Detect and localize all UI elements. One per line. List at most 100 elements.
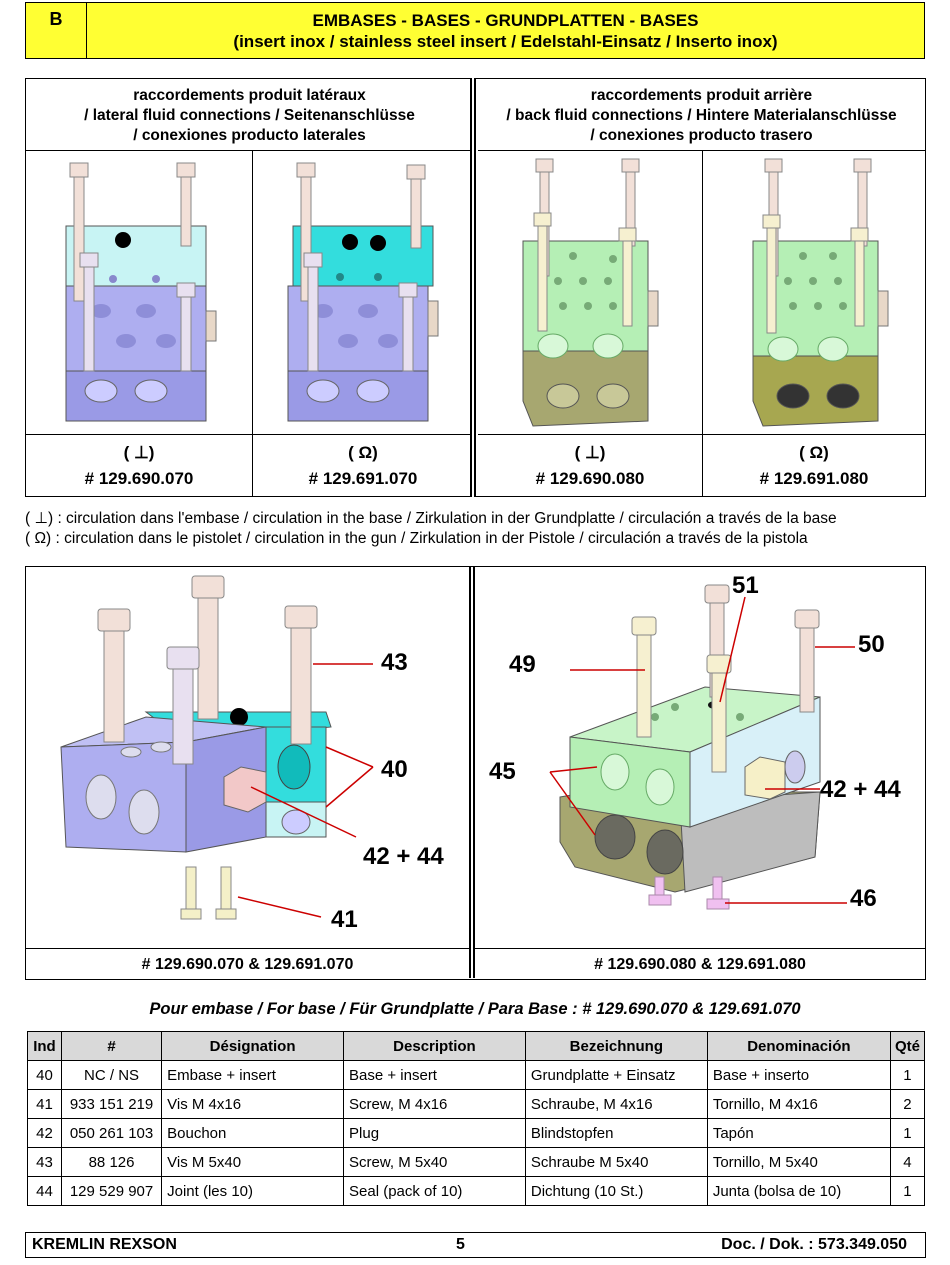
variant-symbol: ( ⊥)	[574, 443, 606, 462]
variant-cell-129690070: ( ⊥) # 129.690.070	[26, 434, 253, 496]
base-image-129690070	[26, 151, 253, 434]
cell-designation: Vis M 5x40	[161, 1147, 345, 1177]
cell-denominacion: Tornillo, M 4x16	[706, 1089, 891, 1119]
variant-symbol: ( Ω)	[799, 443, 829, 462]
footer-page-number: 5	[456, 1236, 465, 1253]
col-header-ind: Ind	[27, 1031, 62, 1061]
base-image-129691070	[253, 151, 473, 434]
table-row: 44 129 529 907 Joint (les 10) Seal (pack…	[27, 1176, 926, 1206]
lateral-connections-column: raccordements produit latéraux / lateral…	[26, 79, 473, 496]
legend-line-2: ( Ω) : circulation dans le pistolet / ci…	[25, 530, 808, 547]
back-header-line-3: / conexiones producto trasero	[590, 127, 813, 144]
cell-designation: Vis M 4x16	[161, 1089, 345, 1119]
callout-40: 40	[381, 756, 408, 783]
parts-table-header-row: Ind # Désignation Description Bezeichnun…	[27, 1031, 926, 1061]
callout-49: 49	[509, 651, 536, 678]
back-base-exploded-drawing	[549, 584, 855, 910]
cell-bezeichnung: Schraube, M 4x16	[524, 1089, 708, 1119]
cell-ind: 40	[27, 1060, 62, 1090]
cell-denominacion: Junta (bolsa de 10)	[706, 1176, 891, 1206]
left-diagram-caption: # 129.690.070 & 129.691.070	[26, 948, 469, 979]
cell-bezeichnung: Grundplatte + Einsatz	[524, 1060, 708, 1090]
callout-41: 41	[331, 906, 358, 933]
parts-table: Ind # Désignation Description Bezeichnun…	[27, 1031, 926, 1206]
parts-table-title: Pour embase / For base / Für Grundplatte…	[149, 1000, 801, 1018]
cell-description: Screw, M 5x40	[343, 1147, 526, 1177]
callout-45: 45	[489, 758, 516, 785]
cell-ind: 42	[27, 1118, 62, 1148]
cell-designation: Joint (les 10)	[161, 1176, 345, 1206]
lateral-header-line-2: / lateral fluid connections / Seitenansc…	[84, 107, 415, 124]
back-header-line-2: / back fluid connections / Hintere Mater…	[506, 107, 897, 124]
variant-ref: # 129.691.070	[308, 469, 418, 488]
variant-ref: # 129.690.070	[84, 469, 194, 488]
variant-ref: # 129.691.080	[759, 469, 869, 488]
cell-ref: 933 151 219	[60, 1089, 163, 1119]
table-row: 40 NC / NS Embase + insert Base + insert…	[27, 1060, 926, 1090]
back-connections-header: raccordements produit arrière / back flu…	[478, 79, 925, 151]
right-diagram-caption: # 129.690.080 & 129.691.080	[475, 948, 925, 979]
cell-description: Base + insert	[343, 1060, 526, 1090]
col-header-description: Description	[343, 1031, 526, 1061]
legend-line-1: ( ⊥) : circulation dans l'embase / circu…	[25, 510, 837, 527]
lateral-header-line-1: raccordements produit latéraux	[133, 87, 366, 104]
cell-ind: 41	[27, 1089, 62, 1119]
cell-ref: 129 529 907	[60, 1176, 163, 1206]
back-header-line-1: raccordements produit arrière	[590, 87, 813, 104]
callout-46: 46	[850, 885, 877, 912]
title-line-1: EMBASES - BASES - GRUNDPLATTEN - BASES	[312, 11, 699, 30]
cell-ref: NC / NS	[60, 1060, 163, 1090]
base-image-129691080	[703, 151, 925, 434]
base-variants-table: raccordements produit latéraux / lateral…	[25, 78, 926, 497]
cell-denominacion: Base + inserto	[706, 1060, 891, 1090]
cell-ind: 43	[27, 1147, 62, 1177]
variant-cell-129691080: ( Ω) # 129.691.080	[703, 434, 925, 496]
callout-43: 43	[381, 649, 408, 676]
col-header-qty: Qté	[889, 1031, 926, 1061]
lateral-header-line-3: / conexiones producto laterales	[133, 127, 366, 144]
callout-51: 51	[732, 572, 759, 599]
table-row: 41 933 151 219 Vis M 4x16 Screw, M 4x16 …	[27, 1089, 926, 1119]
variant-symbol: ( ⊥)	[123, 443, 155, 462]
exploded-view-panel: 43 40 42 + 44 41	[25, 566, 926, 980]
cell-qty: 2	[889, 1089, 926, 1119]
col-header-bezeichnung: Bezeichnung	[524, 1031, 708, 1061]
cell-designation: Embase + insert	[161, 1060, 345, 1090]
cell-bezeichnung: Schraube M 5x40	[524, 1147, 708, 1177]
cell-designation: Bouchon	[161, 1118, 345, 1148]
cell-qty: 1	[889, 1176, 926, 1206]
callout-50: 50	[858, 631, 885, 658]
variant-cell-129690080: ( ⊥) # 129.690.080	[478, 434, 703, 496]
cell-description: Screw, M 4x16	[343, 1089, 526, 1119]
page-title: EMBASES - BASES - GRUNDPLATTEN - BASES (…	[87, 3, 924, 58]
cell-denominacion: Tornillo, M 5x40	[706, 1147, 891, 1177]
cell-bezeichnung: Blindstopfen	[524, 1118, 708, 1148]
cell-description: Plug	[343, 1118, 526, 1148]
footer-brand: KREMLIN REXSON	[32, 1236, 177, 1253]
back-connections-column: raccordements produit arrière / back flu…	[478, 79, 925, 496]
col-header-ref: #	[60, 1031, 163, 1061]
variant-ref: # 129.690.080	[535, 469, 645, 488]
cell-ref: 050 261 103	[60, 1118, 163, 1148]
column-divider	[470, 78, 476, 497]
section-letter: B	[26, 3, 87, 58]
col-header-designation: Désignation	[161, 1031, 345, 1061]
callout-42-44-left: 42 + 44	[363, 843, 444, 870]
cell-bezeichnung: Dichtung (10 St.)	[524, 1176, 708, 1206]
cell-denominacion: Tapón	[706, 1118, 891, 1148]
cell-description: Seal (pack of 10)	[343, 1176, 526, 1206]
lateral-base-exploded-drawing	[60, 575, 374, 920]
callout-42-44-right: 42 + 44	[820, 776, 901, 803]
variant-symbol: ( Ω)	[348, 443, 378, 462]
lateral-connections-header: raccordements produit latéraux / lateral…	[26, 79, 473, 151]
variant-cell-129691070: ( Ω) # 129.691.070	[253, 434, 473, 496]
col-header-denominacion: Denominación	[706, 1031, 891, 1061]
footer-doc-ref: Doc. / Dok. : 573.349.050	[721, 1236, 907, 1253]
page-footer: KREMLIN REXSON 5 Doc. / Dok. : 573.349.0…	[25, 1232, 926, 1258]
table-row: 43 88 126 Vis M 5x40 Screw, M 5x40 Schra…	[27, 1147, 926, 1177]
diagram-divider	[469, 567, 475, 978]
title-line-2: (insert inox / stainless steel insert / …	[233, 32, 778, 51]
cell-ind: 44	[27, 1176, 62, 1206]
base-image-129690080	[478, 151, 703, 434]
cell-ref: 88 126	[60, 1147, 163, 1177]
